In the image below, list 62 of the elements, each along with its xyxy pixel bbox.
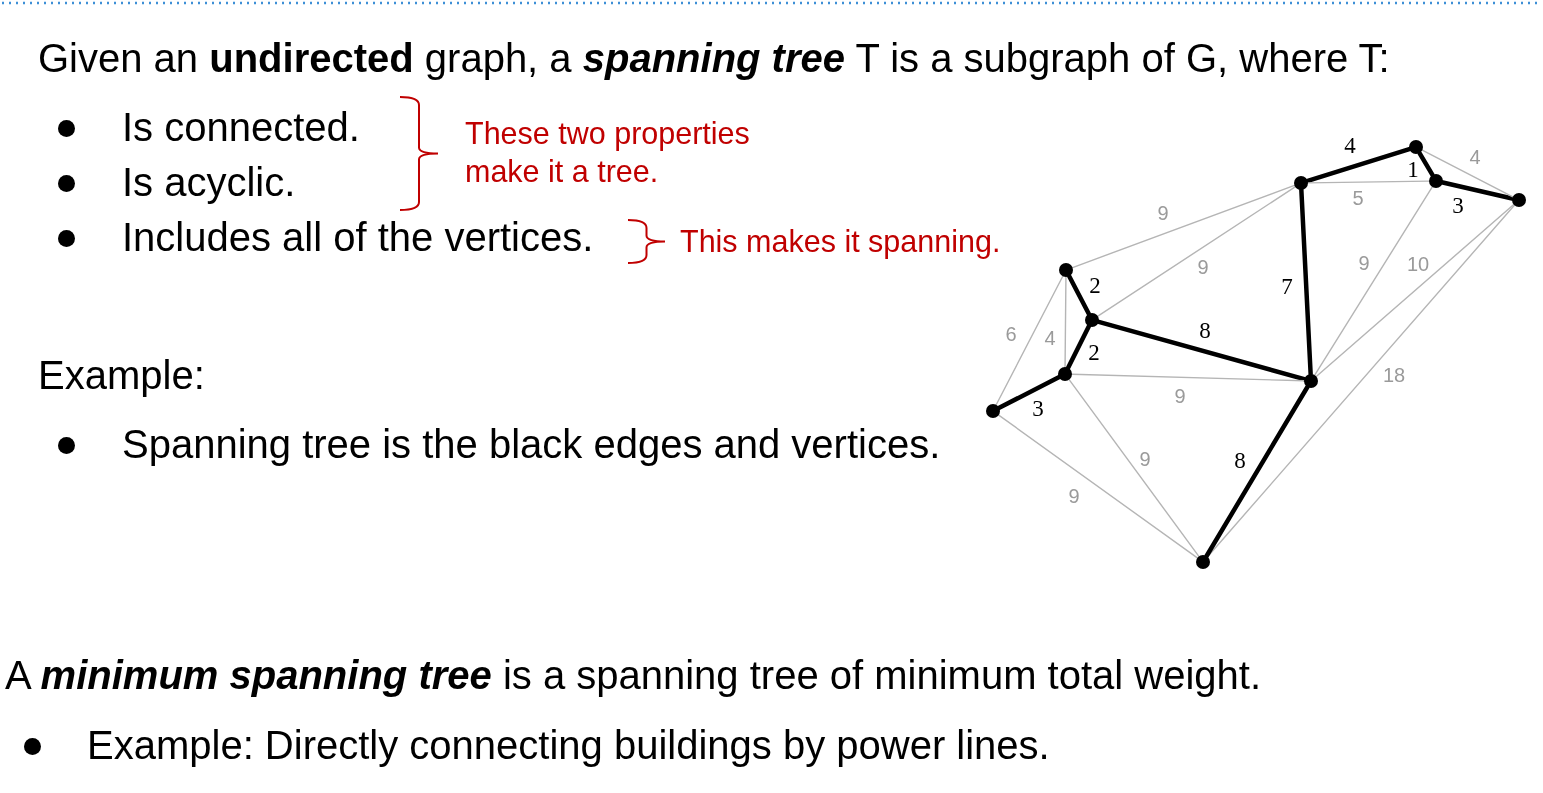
- graph-edge: [1096, 319, 1307, 382]
- graph-vertex: [1085, 313, 1099, 327]
- graph-vertex: [1058, 367, 1072, 381]
- edge-weight: 2: [1088, 340, 1100, 364]
- edge-weight: 9: [1358, 253, 1370, 273]
- graph-vertex: [1196, 555, 1210, 569]
- graph-edge: [997, 414, 1198, 559]
- graph-edge: [1065, 324, 1092, 370]
- graph-edge: [1067, 273, 1091, 317]
- body-text: Spanning tree is the black edges and vertices.: [122, 421, 941, 468]
- graph-edge: [997, 374, 1061, 411]
- body-text: Includes all of the vertices.: [122, 214, 594, 261]
- graph-edge: [1315, 203, 1515, 378]
- edge-weight: 10: [1406, 254, 1430, 274]
- graph-vertex: [1059, 263, 1073, 277]
- graph-edge: [1417, 150, 1435, 178]
- graph-vertex: [1429, 174, 1443, 188]
- body-text: A minimum spanning tree is a spanning tree of minimum total weight.: [5, 652, 1262, 699]
- annotation-text: These two properties make it a tree.: [465, 115, 751, 190]
- graph-vertex: [986, 404, 1000, 418]
- body-text: Is acyclic.: [122, 159, 296, 206]
- edge-weight: 1: [1407, 157, 1419, 181]
- graph-edge: [1307, 180, 1430, 184]
- graph-edge: [995, 275, 1064, 406]
- edge-weight: 9: [1068, 486, 1080, 506]
- edge-weight: 4: [1344, 133, 1356, 157]
- body-text: Example: Directly connecting buildings by power lines.: [87, 722, 1050, 769]
- graph-edge: [1071, 373, 1305, 382]
- edge-weight: 8: [1234, 448, 1246, 472]
- edge-weight: 9: [1197, 257, 1209, 277]
- edge-weight: 6: [1005, 324, 1017, 344]
- edge-weight: 9: [1139, 449, 1151, 469]
- graph-edge: [1299, 187, 1313, 377]
- graph-edge: [1206, 204, 1516, 558]
- graph-edge: [1204, 384, 1310, 559]
- edge-weight: 8: [1199, 318, 1211, 342]
- graph-edge: [1097, 186, 1296, 317]
- edge-weight: 2: [1089, 273, 1101, 297]
- edge-weight: 3: [1032, 396, 1044, 420]
- edge-weight: 18: [1382, 365, 1406, 385]
- graph-vertex: [1294, 176, 1308, 190]
- graph-vertex: [1304, 374, 1318, 388]
- edge-weight: 5: [1352, 188, 1364, 208]
- edge-weight: 4: [1044, 328, 1056, 348]
- graph-vertex: [1512, 193, 1526, 207]
- edge-weight: 9: [1157, 203, 1169, 223]
- graph-edge: [1314, 186, 1433, 376]
- graph-edge: [1421, 149, 1514, 198]
- edge-weight: 4: [1469, 147, 1481, 167]
- edge-weight: 7: [1281, 274, 1293, 298]
- graph-edge: [1305, 146, 1412, 184]
- body-text: Is connected.: [122, 104, 360, 151]
- graph-edge: [1071, 184, 1296, 269]
- graph-edge: [1440, 180, 1515, 201]
- graph-edge: [1068, 378, 1200, 558]
- edge-weight: 9: [1174, 386, 1186, 406]
- annotation-text: This makes it spanning.: [680, 222, 1001, 260]
- edge-weight: 3: [1452, 193, 1464, 217]
- body-text: Example:: [38, 352, 205, 399]
- graph-vertex: [1409, 140, 1423, 154]
- body-text: Given an undirected graph, a spanning tree T is a subgraph of G, where T:: [38, 35, 1390, 82]
- graph-edge: [1064, 276, 1067, 368]
